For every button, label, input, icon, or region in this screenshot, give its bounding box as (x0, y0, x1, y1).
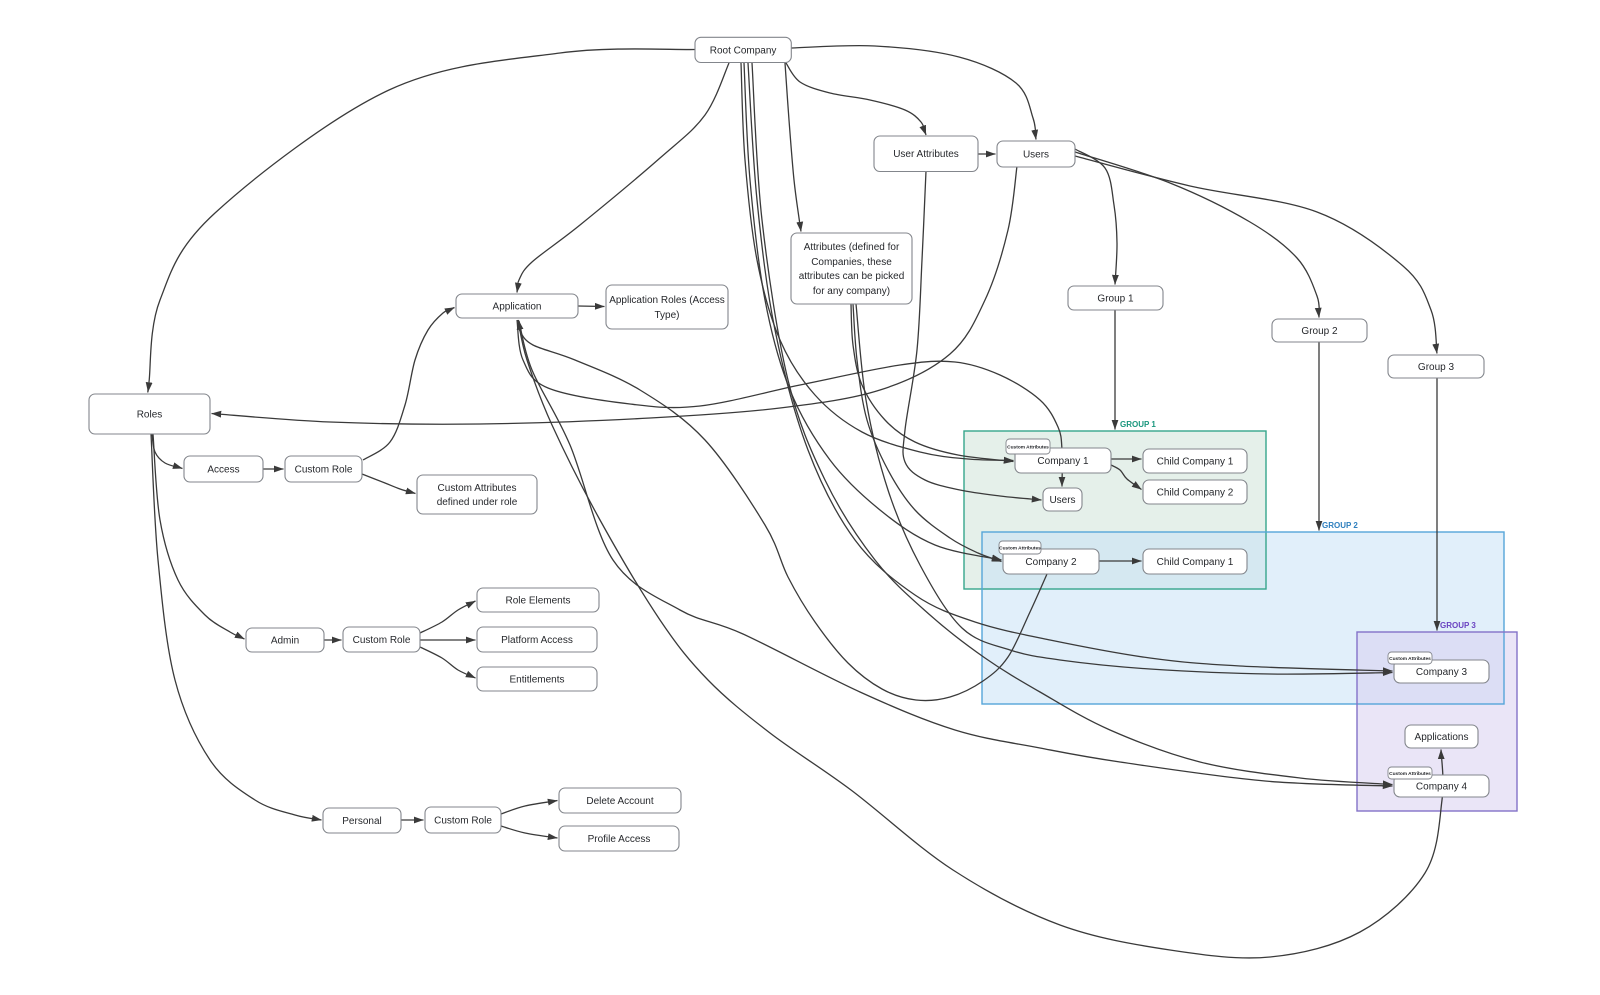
svg-text:Application Roles (Access: Application Roles (Access (609, 295, 725, 306)
svg-text:Users: Users (1049, 495, 1075, 506)
svg-text:attributes can be picked: attributes can be picked (799, 271, 905, 282)
svg-text:Custom Attributes: Custom Attributes (438, 483, 517, 494)
svg-text:Application: Application (493, 302, 542, 313)
svg-text:Root Company: Root Company (710, 45, 777, 56)
svg-text:Child Company 1: Child Company 1 (1157, 557, 1234, 568)
svg-text:Group 2: Group 2 (1301, 326, 1338, 337)
svg-text:Group 1: Group 1 (1097, 294, 1134, 305)
svg-text:Access: Access (207, 465, 239, 476)
svg-text:Attributes (defined for: Attributes (defined for (804, 242, 900, 253)
svg-text:Type): Type) (654, 310, 679, 321)
svg-text:Delete Account: Delete Account (586, 796, 653, 807)
svg-text:Custom Role: Custom Role (434, 816, 492, 827)
svg-text:for any company): for any company) (813, 286, 890, 297)
svg-text:Custom Attributes: Custom Attributes (1389, 771, 1431, 777)
svg-text:Role Elements: Role Elements (505, 596, 570, 607)
svg-text:Custom Attributes: Custom Attributes (1007, 445, 1049, 451)
svg-text:Company 3: Company 3 (1416, 667, 1468, 678)
svg-text:Custom Attributes: Custom Attributes (999, 546, 1041, 552)
svg-text:Users: Users (1023, 150, 1049, 161)
svg-text:User Attributes: User Attributes (893, 149, 959, 160)
svg-text:Custom Role: Custom Role (353, 635, 411, 646)
svg-text:Roles: Roles (137, 410, 163, 421)
svg-text:GROUP 3: GROUP 3 (1440, 621, 1476, 630)
svg-text:Entitlements: Entitlements (509, 675, 564, 686)
svg-text:GROUP 2: GROUP 2 (1322, 521, 1358, 530)
svg-text:Child Company 1: Child Company 1 (1157, 457, 1234, 468)
svg-text:Group 3: Group 3 (1418, 362, 1455, 373)
svg-text:Child Company 2: Child Company 2 (1157, 488, 1234, 499)
svg-text:GROUP 1: GROUP 1 (1120, 420, 1156, 429)
svg-text:Custom Attributes: Custom Attributes (1389, 656, 1431, 662)
svg-text:Profile Access: Profile Access (588, 834, 651, 845)
svg-text:Company 1: Company 1 (1037, 456, 1089, 467)
svg-text:Company 2: Company 2 (1025, 557, 1077, 568)
svg-text:Personal: Personal (342, 816, 381, 827)
svg-text:defined under role: defined under role (437, 497, 518, 508)
svg-text:Platform Access: Platform Access (501, 635, 573, 646)
svg-text:Admin: Admin (271, 636, 299, 647)
svg-text:Applications: Applications (1415, 732, 1469, 743)
svg-text:Custom Role: Custom Role (295, 465, 353, 476)
svg-text:Companies, these: Companies, these (811, 257, 892, 268)
svg-text:Company 4: Company 4 (1416, 782, 1468, 793)
